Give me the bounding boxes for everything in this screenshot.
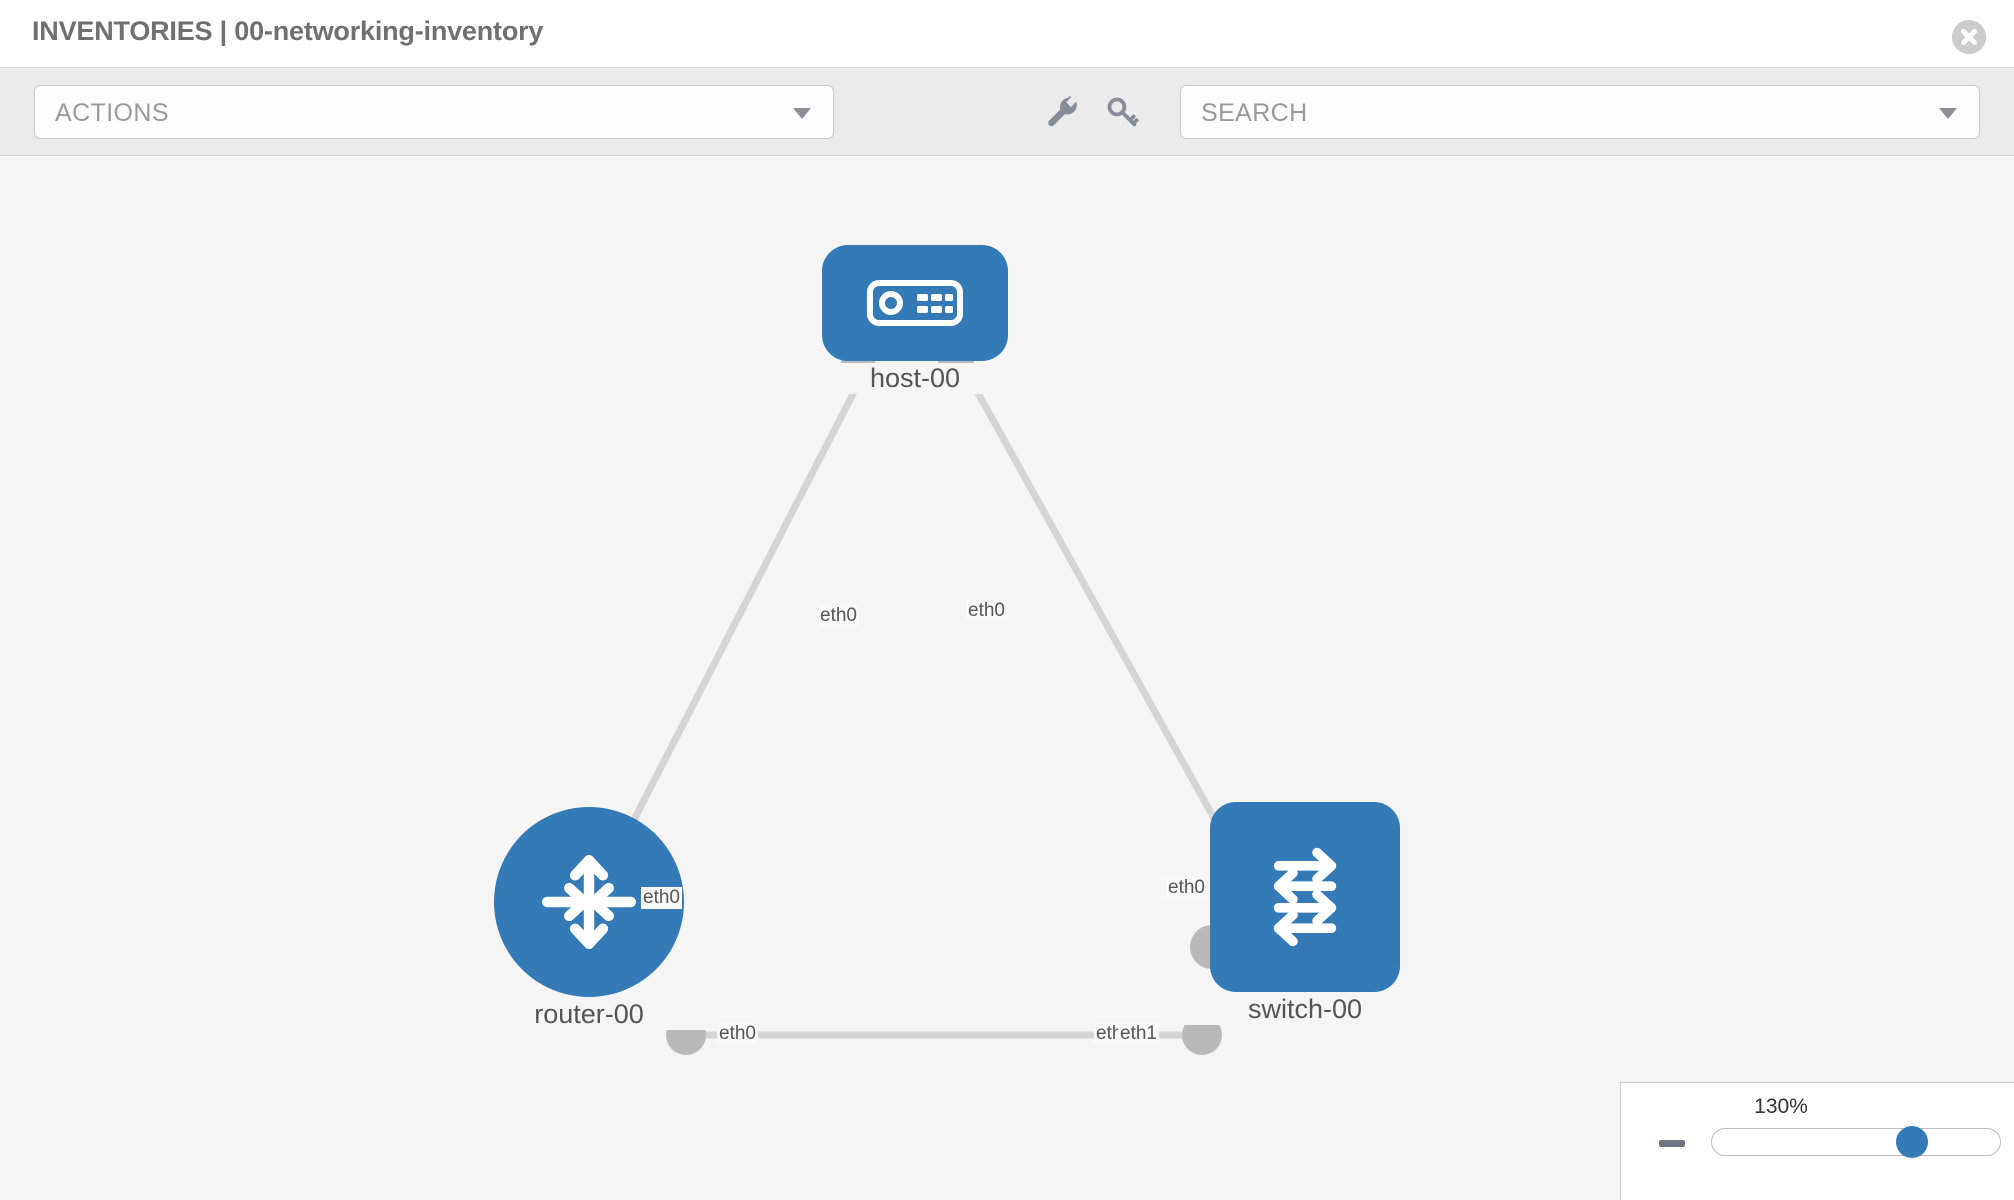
actions-dropdown-label: ACTIONS [55,99,169,127]
node-label-switch-00: switch-00 [1185,994,1425,1025]
page-header: INVENTORIES | 00-networking-inventory [0,0,2014,68]
interface-label: eth0 [717,1023,758,1045]
router-arrows-icon [542,855,636,949]
actions-dropdown[interactable]: ACTIONS [34,85,834,139]
interface-label: eth0 [966,600,1007,622]
interface-label: eth0 [641,887,682,909]
node-label-router-00: router-00 [469,999,709,1030]
search-input[interactable]: SEARCH [1180,85,1980,139]
zoom-slider-thumb[interactable] [1896,1126,1928,1158]
interface-label: eth0 [818,605,859,627]
server-icon [867,280,963,326]
topology-canvas[interactable]: host-00 [0,157,2014,1200]
topology-node-host-00[interactable]: host-00 [802,245,1028,394]
wrench-icon[interactable] [1040,90,1084,134]
key-icon[interactable] [1100,90,1144,134]
interface-label: eth0 [1166,877,1207,899]
chevron-down-icon [793,108,811,119]
page-title: INVENTORIES | 00-networking-inventory [32,16,544,46]
node-label-host-00: host-00 [802,363,1028,394]
zoom-out-button[interactable] [1659,1140,1685,1147]
switch-node-shape[interactable] [1210,802,1400,992]
chevron-down-icon[interactable] [1939,108,1957,119]
close-icon[interactable] [1952,20,1986,54]
topology-node-switch-00[interactable]: switch-00 [1185,802,1425,1025]
zoom-control-panel: 130% [1620,1082,2014,1200]
zoom-level-value: 130% [1754,1095,1808,1118]
interface-label: eth1 [1118,1023,1159,1045]
zoom-slider-track[interactable] [1711,1128,2001,1156]
host-node-shape[interactable] [822,245,1008,361]
toolbar: ACTIONS SEARCH [0,68,2014,156]
switch-arrows-icon [1273,847,1337,947]
search-placeholder: SEARCH [1201,99,1308,127]
